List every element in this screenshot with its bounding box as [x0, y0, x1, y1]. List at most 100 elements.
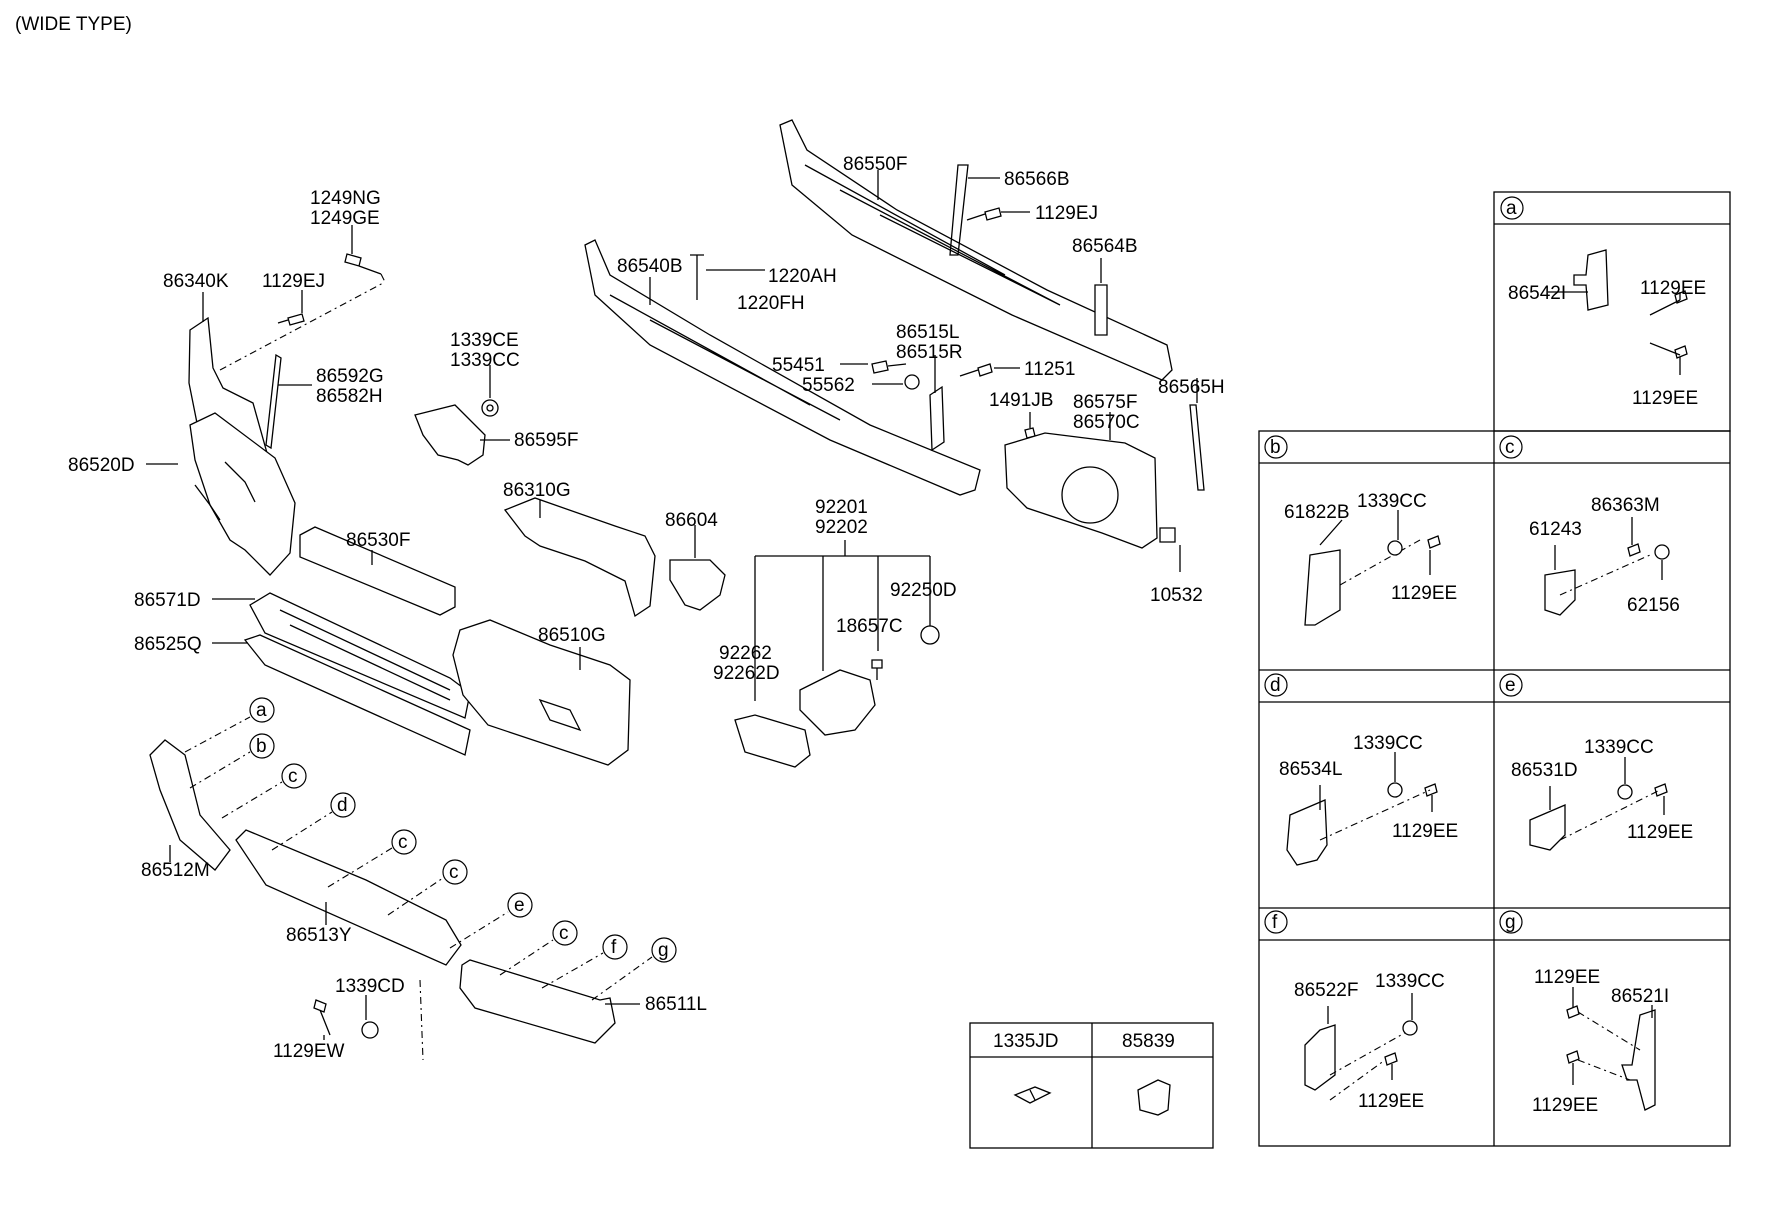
label-1339cd: 1339CD [335, 976, 405, 997]
cover-86525q-shape [243, 634, 471, 756]
label-55451: 55451 [772, 355, 825, 376]
callout-b: b [189, 733, 275, 789]
label-11251: 11251 [1024, 359, 1075, 380]
bumper-86520d-shape [189, 412, 296, 576]
svg-text:61243: 61243 [1529, 519, 1582, 540]
fog-lamp-92202-shape [799, 669, 876, 736]
detail-e: e 86531D 1339CC 1129EE [1499, 673, 1693, 851]
svg-text:a: a [256, 700, 267, 721]
label-86550f: 86550F [843, 154, 907, 175]
clip-1335jd-icon [1013, 1086, 1052, 1104]
svg-text:1129EE: 1129EE [1392, 821, 1458, 842]
bumper-lower-86513y-shape [235, 829, 462, 966]
bolt-1129ej-center-shape [966, 207, 1002, 221]
label-86513y: 86513Y [286, 925, 352, 946]
bumper-side-86512m-shape [149, 739, 231, 871]
svg-text:d: d [1270, 675, 1281, 696]
label-1129ej-left: 1129EJ [262, 271, 325, 292]
detail-d: d 86534L 1339CC 1129EE [1264, 673, 1458, 866]
label-86582h: 86582H [316, 386, 383, 407]
svg-text:62156: 62156 [1627, 595, 1680, 616]
fastener-85839: 85839 [1122, 1031, 1175, 1052]
svg-text:c: c [449, 862, 459, 883]
label-86511l: 86511L [645, 994, 707, 1015]
label-86515l: 86515L [896, 322, 959, 343]
bracket-86515l-shape [929, 385, 945, 452]
svg-text:g: g [1505, 912, 1516, 933]
label-86520d: 86520D [68, 455, 135, 476]
label-86525q: 86525Q [134, 634, 202, 655]
diagram-title: (WIDE TYPE) [15, 14, 132, 35]
svg-text:e: e [514, 895, 525, 916]
svg-text:1339CC: 1339CC [1353, 733, 1423, 754]
svg-text:1339CC: 1339CC [1375, 971, 1445, 992]
beam-86540b-shape [584, 239, 981, 496]
svg-text:b: b [1270, 437, 1281, 458]
label-86565h: 86565H [1158, 377, 1225, 398]
detail-f: f 86522F 1339CC 1129EE [1264, 910, 1445, 1112]
svg-text:1129EE: 1129EE [1358, 1091, 1424, 1112]
label-10532: 10532 [1150, 585, 1203, 606]
svg-text:f: f [611, 937, 617, 958]
label-92202: 92202 [815, 517, 868, 538]
svg-text:1129EE: 1129EE [1632, 388, 1698, 409]
detail-g: g 1129EE 86521I 1129EE [1499, 910, 1669, 1116]
label-92262: 92262 [719, 643, 772, 664]
leader-92201-tree [754, 540, 931, 701]
svg-text:61822B: 61822B [1284, 502, 1350, 523]
bolt-1129ew-shape [313, 999, 331, 1036]
callout-c-2: c [327, 829, 417, 888]
strap-86566b-shape [949, 164, 969, 256]
bumper-side-86511l-shape [459, 959, 616, 1044]
svg-text:e: e [1505, 675, 1516, 696]
clip-10532-shape [1159, 527, 1176, 543]
callout-f: f [541, 934, 628, 989]
svg-text:86531D: 86531D [1511, 760, 1578, 781]
label-86570c: 86570C [1073, 412, 1140, 433]
label-1129ej-center: 1129EJ [1035, 203, 1098, 224]
svg-text:1129EE: 1129EE [1640, 278, 1706, 299]
clip-85839-icon [1137, 1079, 1171, 1116]
label-86571d: 86571D [134, 590, 201, 611]
callout-d: d [271, 792, 356, 851]
svg-text:1129EE: 1129EE [1532, 1095, 1598, 1116]
label-1491jb: 1491JB [989, 390, 1053, 411]
fog-lamp-bezel-92262-shape [734, 714, 811, 768]
callout-g: g [591, 937, 677, 1001]
svg-text:c: c [559, 923, 569, 944]
nut-55562-shape [904, 374, 920, 390]
svg-text:c: c [1505, 437, 1515, 458]
label-1339cc-upper: 1339CC [450, 350, 520, 371]
svg-text:f: f [1272, 912, 1278, 933]
svg-text:a: a [1506, 198, 1517, 219]
label-18657c: 18657C [836, 616, 903, 637]
bracket-86595f-shape [414, 404, 486, 466]
label-86592g: 86592G [316, 366, 384, 387]
detail-c: c 61243 86363M 62156 [1499, 435, 1680, 616]
callout-c-3: c [387, 859, 468, 916]
label-92262d: 92262D [713, 663, 780, 684]
label-86575f: 86575F [1073, 392, 1137, 413]
nut-1339ce-shape [481, 399, 499, 417]
detail-b: b 61822B 1339CC 1129EE [1264, 435, 1457, 626]
label-92201: 92201 [815, 497, 868, 518]
fastener-table: 1335JD 85839 [969, 1022, 1214, 1149]
svg-text:1339CC: 1339CC [1357, 491, 1427, 512]
svg-text:c: c [398, 832, 408, 853]
bolt-1129ej-left-shape [277, 313, 305, 326]
label-86540b: 86540B [617, 256, 683, 277]
label-55562: 55562 [802, 375, 855, 396]
callout-c-4: c [499, 920, 578, 976]
strip-86565h-shape [1189, 404, 1205, 491]
svg-text:86534L: 86534L [1279, 759, 1342, 780]
svg-text:c: c [288, 766, 298, 787]
svg-text:1129EE: 1129EE [1627, 822, 1693, 843]
nut-92250d-shape [920, 625, 940, 645]
svg-text:86522F: 86522F [1294, 980, 1358, 1001]
label-92250d: 92250D [890, 580, 957, 601]
label-86310g: 86310G [503, 480, 571, 501]
svg-text:86363M: 86363M [1591, 495, 1660, 516]
label-86530f: 86530F [346, 530, 410, 551]
bumper-86510g-shape [452, 619, 631, 766]
